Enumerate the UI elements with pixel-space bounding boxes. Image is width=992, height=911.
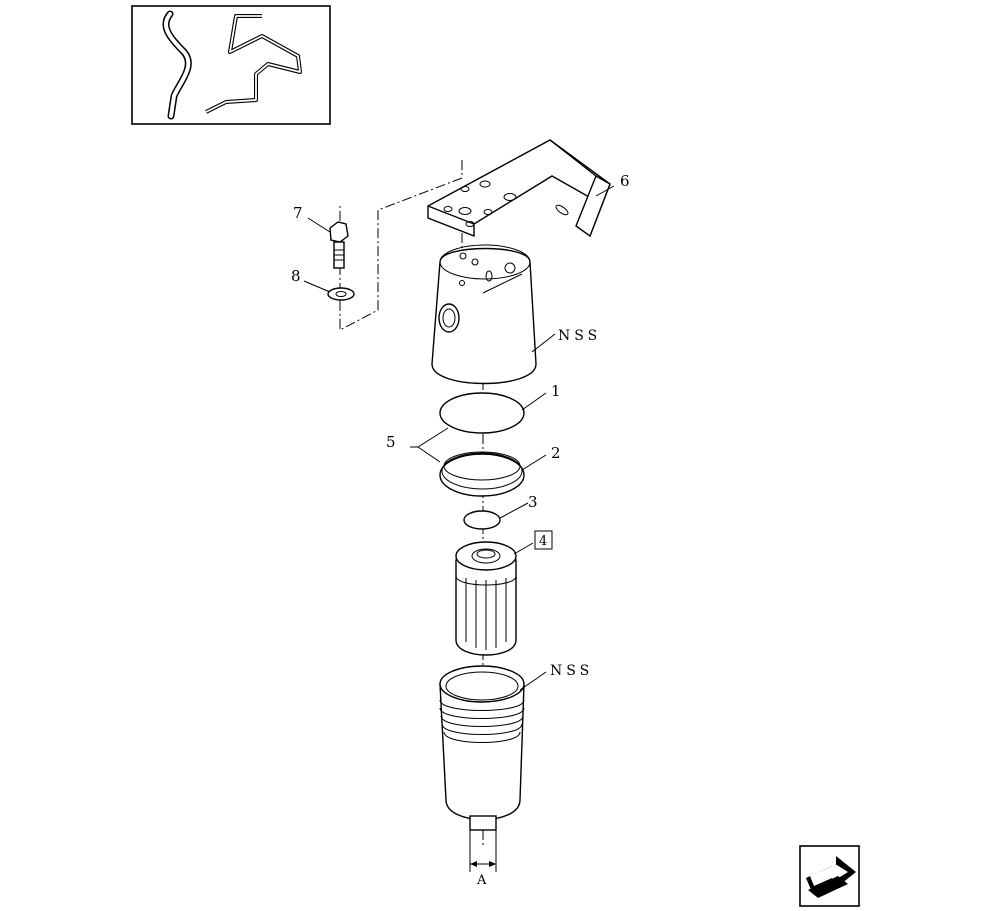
overview-thumbnail[interactable] (131, 5, 331, 125)
callout-5: 5 (386, 433, 396, 451)
next-page-arrow-icon (806, 856, 856, 898)
callout-4: 4 (539, 534, 547, 549)
nss-label-bowl: NSS (550, 663, 593, 679)
filter-element (455, 541, 517, 656)
callout-2: 2 (551, 444, 561, 462)
washer (327, 287, 355, 301)
next-page-button[interactable] (799, 845, 860, 907)
callout-8: 8 (291, 267, 301, 285)
leader-lines (303, 185, 615, 691)
o-ring (463, 510, 501, 530)
callout-1: 1 (551, 382, 561, 400)
callout-4-box (534, 530, 553, 550)
bolt (329, 221, 349, 269)
dimension-a-label: A (476, 873, 487, 888)
nss-label-head: NSS (558, 328, 601, 344)
gasket (439, 392, 525, 434)
callout-6: 6 (620, 172, 630, 190)
filter-bowl (439, 665, 525, 831)
filter-head (431, 244, 537, 385)
dimension-a (469, 830, 497, 872)
mounting-bracket (427, 139, 611, 238)
callout-3: 3 (528, 493, 538, 511)
hose-and-pipes-overview-icon (162, 10, 302, 120)
callout-7: 7 (293, 204, 303, 222)
seal-ring (439, 451, 525, 497)
